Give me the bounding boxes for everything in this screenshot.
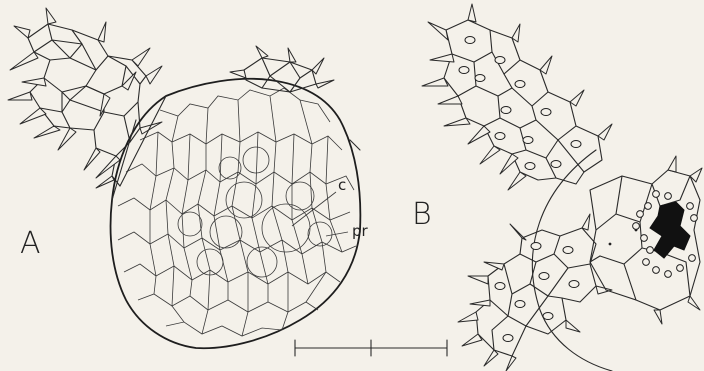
panel-b-drawing (422, 4, 702, 371)
scale-bar (295, 340, 447, 356)
panel-b-upper-arm (422, 4, 612, 190)
panel-label-a: A (20, 229, 41, 259)
label-pr: pr (352, 224, 368, 239)
pointer-pr (326, 232, 348, 236)
panel-a-drawing (8, 8, 360, 348)
panel-a-arm (8, 8, 162, 188)
panel-a-top-arm (230, 46, 334, 92)
panel-a-disc (111, 79, 361, 348)
panel-label-b: B (412, 200, 432, 230)
label-c: c (338, 178, 346, 193)
panel-b-oral-region (590, 156, 702, 324)
